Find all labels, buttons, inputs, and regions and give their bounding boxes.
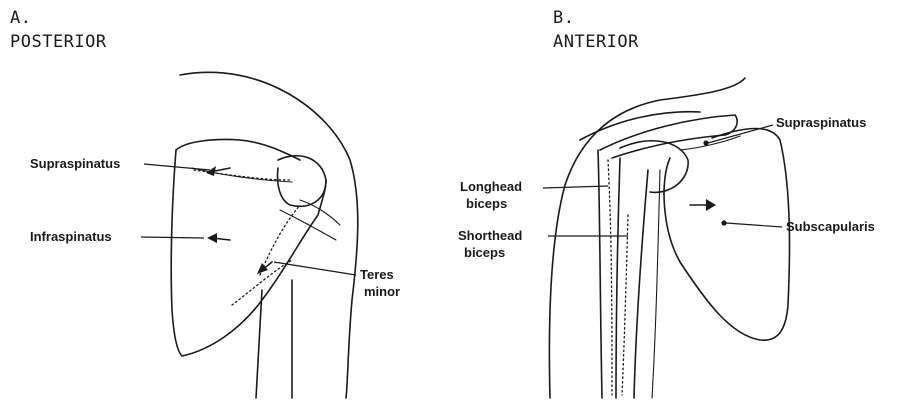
label-supraspinatus-anterior: Supraspinatus bbox=[776, 114, 866, 132]
label-shorthead-biceps: Shorthead biceps bbox=[458, 227, 522, 261]
label-infraspinatus: Infraspinatus bbox=[30, 228, 112, 246]
label-longhead-line2: biceps bbox=[460, 195, 522, 212]
label-longhead-biceps: Longhead biceps bbox=[460, 178, 522, 212]
label-subscapularis: Subscapularis bbox=[786, 218, 875, 236]
label-shorthead-line1: Shorthead bbox=[458, 227, 522, 244]
posterior-shoulder-figure bbox=[141, 72, 358, 398]
anterior-shoulder-figure bbox=[543, 78, 790, 398]
label-longhead-line1: Longhead bbox=[460, 178, 522, 195]
label-teres-minor-line1: Teres bbox=[360, 266, 400, 283]
label-supraspinatus-posterior: Supraspinatus bbox=[30, 155, 120, 173]
label-teres-minor-line2: minor bbox=[360, 283, 400, 300]
label-shorthead-line2: biceps bbox=[458, 244, 522, 261]
label-teres-minor: Teres minor bbox=[360, 266, 400, 300]
